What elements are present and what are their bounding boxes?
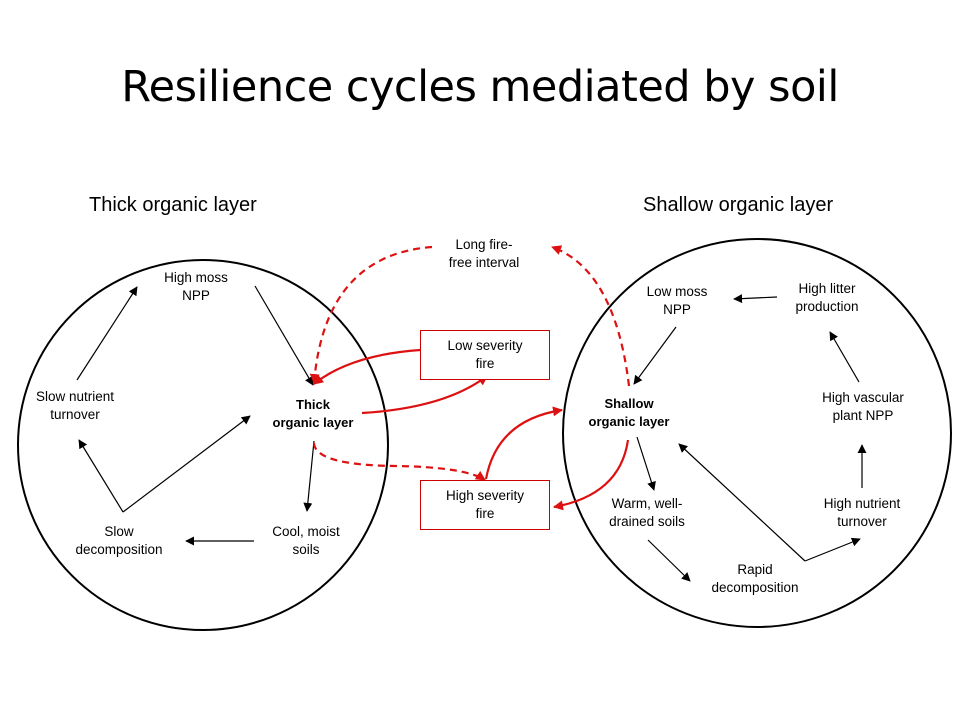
right-heading: Shallow organic layer [643,194,834,216]
high-severity-fire-box: High severity fire [420,480,550,530]
label-slow-decomposition: Slow decomposition [75,524,163,557]
arrow-dashed-shallow-to-longinterval [551,245,631,387]
arrow-rapid-to-shallow [678,443,806,562]
arrow-thick-to-lowfire [361,375,488,415]
label-high-moss-npp: High moss NPP [164,270,228,303]
label-long-fire-free-interval: Long fire- free interval [448,237,520,270]
label-high-vascular-plant-npp: High vascular plant NPP [822,390,904,423]
arrow-thick-to-cool [303,440,315,512]
arrow-warm-to-rapid [647,539,691,582]
arrow-lowfire-to-thick [313,348,421,385]
arrow-lowmoss-to-shallow [633,326,677,385]
arrow-slowdecomp-to-nutrient [78,439,124,513]
arrow-nutrient-to-moss [76,286,138,381]
arrow-slowdecomp-to-thick [122,415,251,513]
arrow-dashed-thick-to-highfire [312,442,486,481]
label-shallow-organic-layer: Shallow organic layer [588,396,670,429]
label-low-moss-npp: Low moss NPP [646,284,708,317]
label-warm-well-drained-soils: Warm, well- drained soils [609,496,685,529]
arrow-moss-to-thick [254,285,314,386]
label-cool-moist-soils: Cool, moist soils [272,524,340,557]
label-slow-nutrient-turnover: Slow nutrient turnover [35,389,115,422]
label-thick-organic-layer: Thick organic layer [272,397,354,430]
arrow-highfire-to-shallow [484,406,563,480]
arrow-shallow-to-highfire [553,439,630,511]
left-cycle-circle [17,259,389,631]
right-cycle-circle [562,238,952,628]
label-rapid-decomposition: Rapid decomposition [711,562,799,595]
label-high-nutrient-turnover: High nutrient turnover [823,496,901,529]
arrow-litter-to-lowmoss [733,294,778,304]
arrow-vascular-to-litter [829,331,860,383]
low-severity-fire-box: Low severity fire [420,330,550,380]
label-high-litter-production: High litter production [795,281,859,314]
arrow-shallow-to-warm [636,436,656,491]
arrow-rapid-to-nutrient [804,537,861,562]
arrow-dashed-longinterval-to-thick [309,245,433,384]
slide-title: Resilience cycles mediated by soil [121,62,839,112]
left-heading: Thick organic layer [89,194,257,216]
